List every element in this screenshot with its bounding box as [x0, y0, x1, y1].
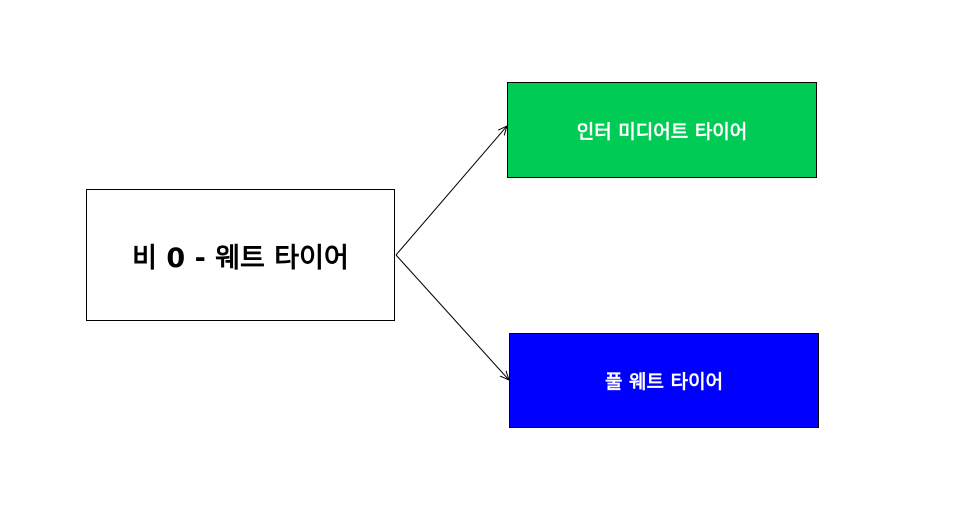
full-wet-tire-node: 풀 웨트 타이어 [509, 333, 819, 428]
intermediate-tire-node: 인터 미디어트 타이어 [507, 82, 817, 178]
source-node-label: 비 0 - 웨트 타이어 [132, 242, 349, 274]
full-wet-tire-label: 풀 웨트 타이어 [604, 371, 724, 393]
arrow-to-intermediate [395, 126, 507, 256]
source-node: 비 0 - 웨트 타이어 [86, 189, 395, 321]
arrow-to-full-wet [395, 254, 509, 380]
intermediate-tire-label: 인터 미디어트 타이어 [576, 120, 748, 143]
